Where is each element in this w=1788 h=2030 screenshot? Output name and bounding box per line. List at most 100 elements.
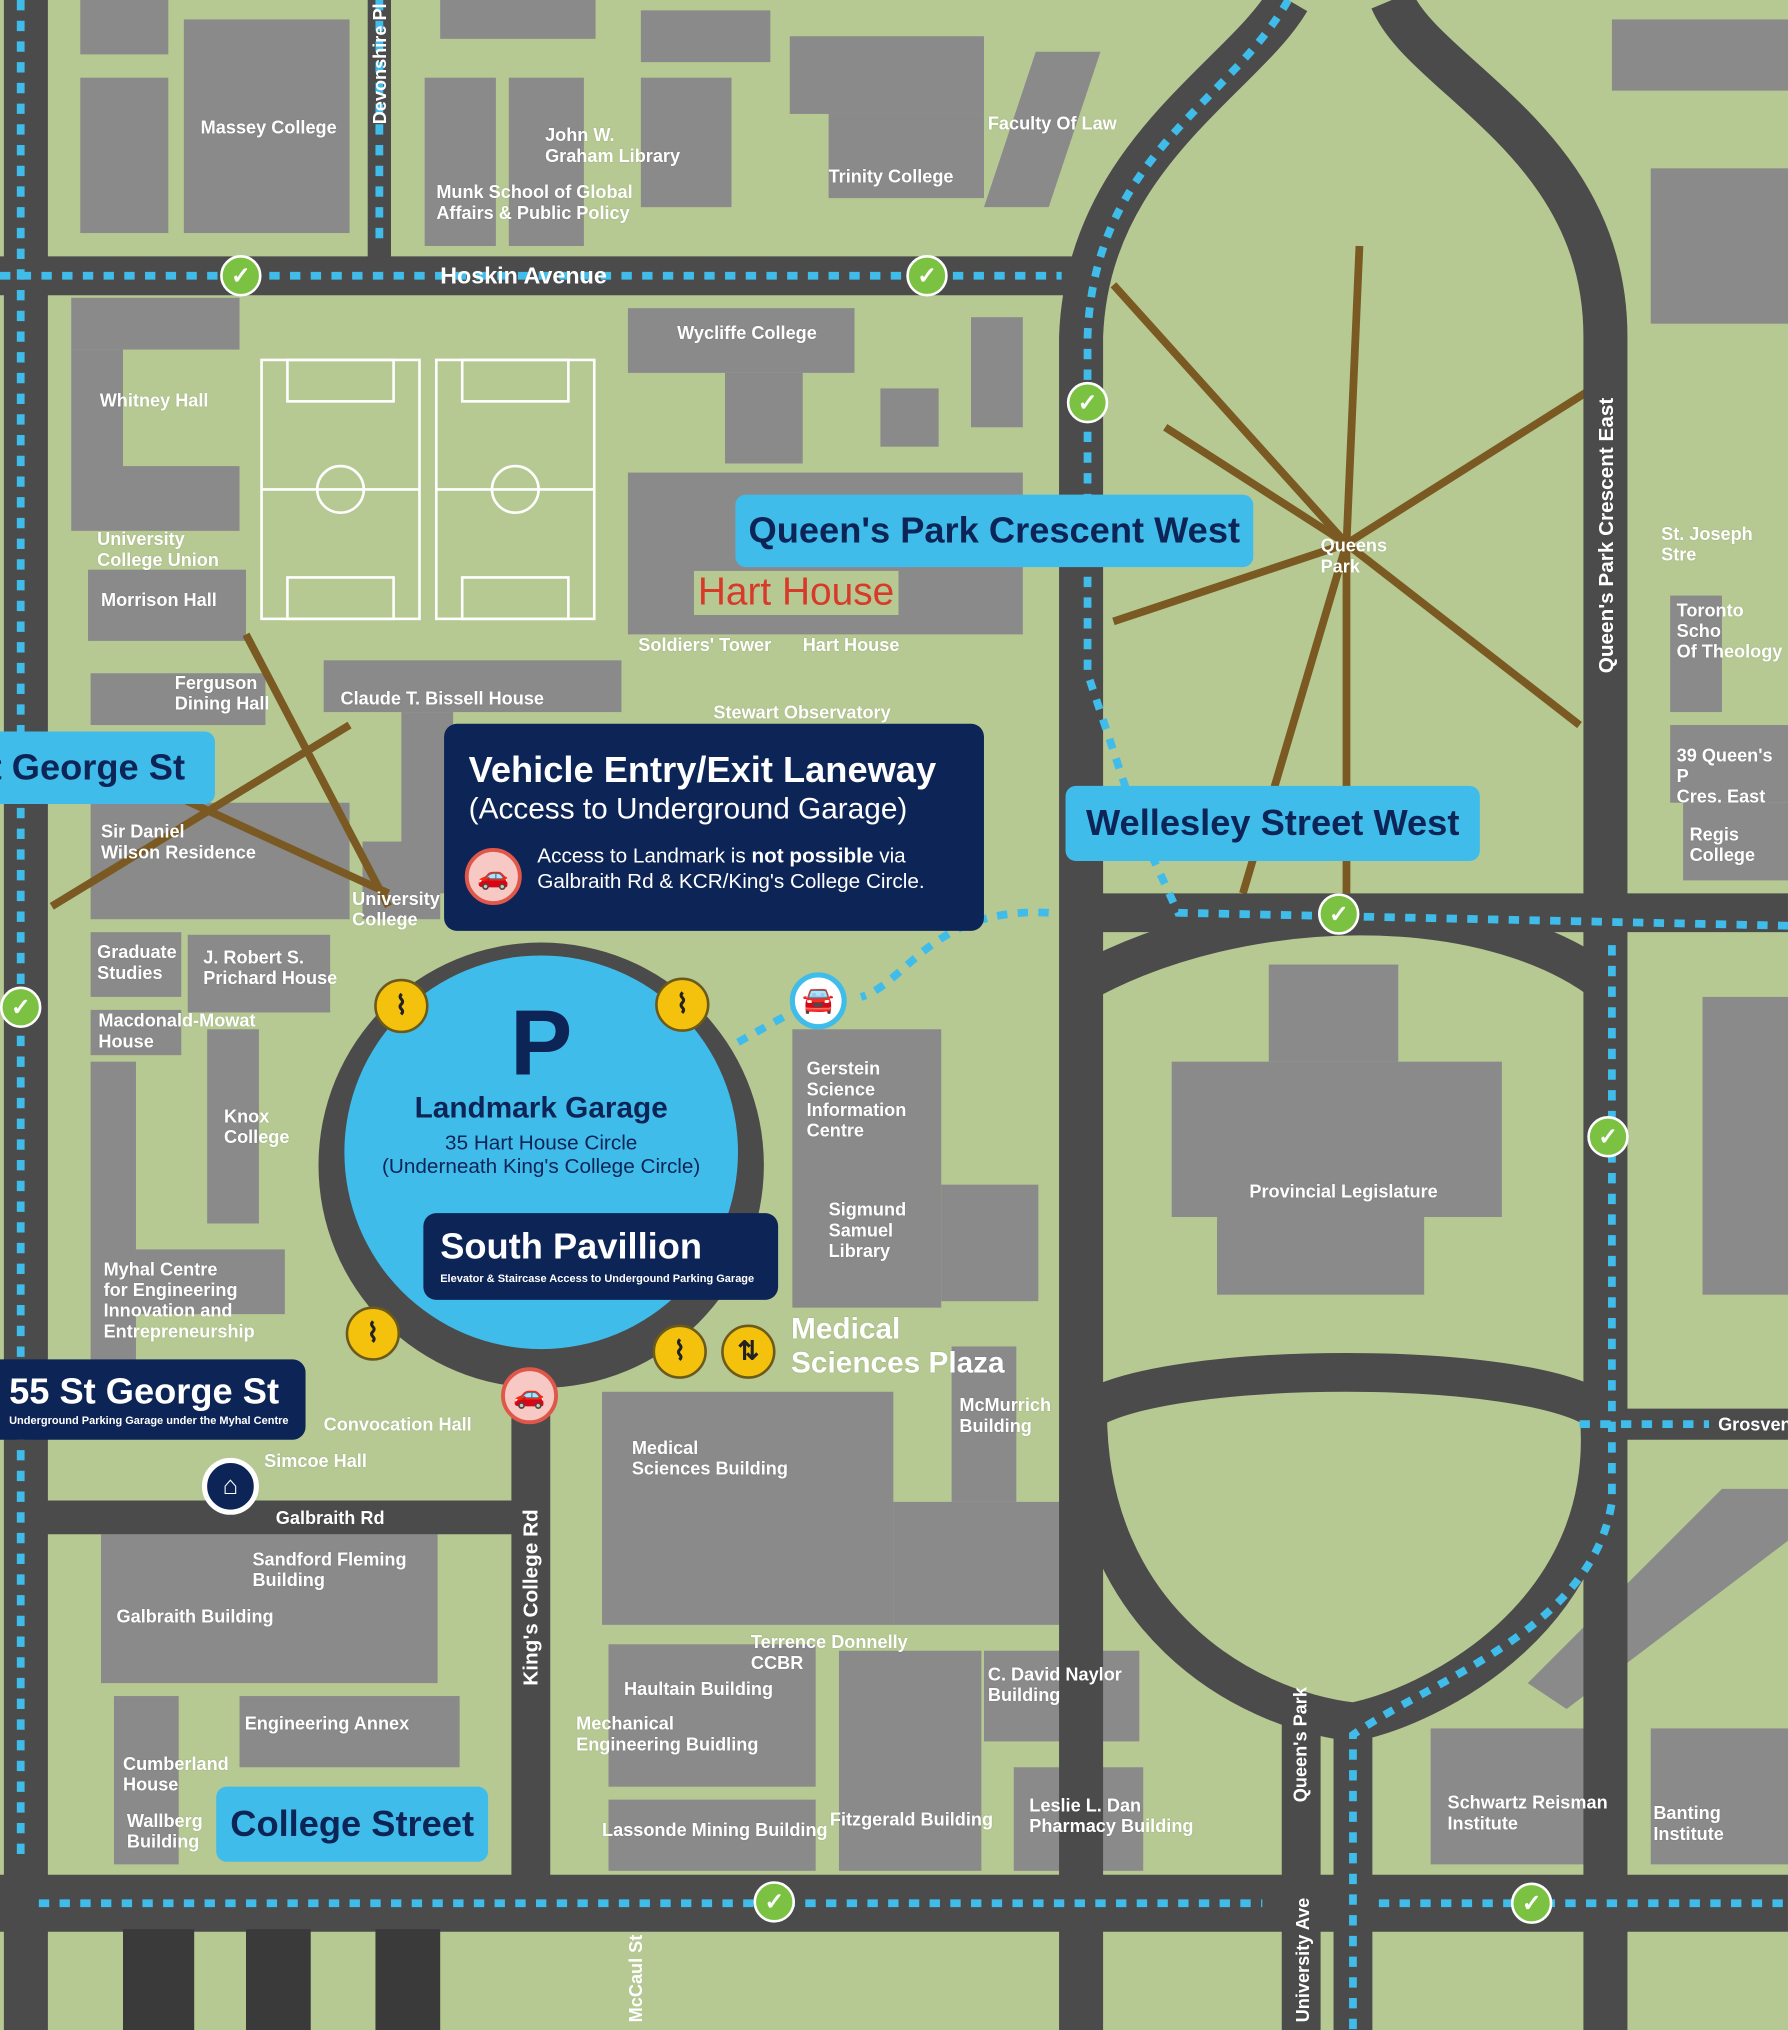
building-label: Medical Sciences Building	[631, 1437, 788, 1479]
building-label: Whitney Hall	[99, 389, 209, 411]
building-label: Sandford Fleming Building	[252, 1548, 407, 1590]
stairs-icon: ⌇	[345, 1306, 401, 1361]
building-label: Ferguson Dining Hall	[174, 671, 270, 714]
st-george-garage-title: 55 St George St	[9, 1371, 280, 1412]
no-entry-car-icon: 🚗	[464, 848, 522, 905]
building-label: Terrence Donnelly CCBR	[750, 1631, 908, 1673]
building-label: University College Union	[97, 528, 219, 570]
building-label: Leslie L. Dan Pharmacy Building	[1029, 1794, 1194, 1836]
building-label: Queens Park	[1320, 534, 1388, 577]
check-icon: ✓	[1066, 381, 1109, 424]
street-university: University Ave	[1292, 1897, 1313, 2023]
building-label: Massey College	[200, 116, 337, 138]
landmark-garage[interactable]: P Landmark Garage 35 Hart House Circle (…	[347, 997, 735, 1180]
street-kings-college: King's College Rd	[520, 1509, 543, 1686]
st-george-garage-subtitle: Underground Parking Garage under the Myh…	[9, 1413, 289, 1427]
building-label: John W. Graham Library	[545, 124, 681, 166]
vehicle-entry-subtitle: (Access to Underground Garage)	[468, 791, 908, 825]
callout-st-george-st: t George St	[0, 731, 215, 805]
building-label: Macdonald-Mowat House	[98, 1009, 256, 1052]
landmark-address: 35 Hart House Circle	[445, 1132, 638, 1155]
st-george-garage-callout: 55 St George St Underground Parking Gara…	[0, 1359, 306, 1440]
street-qpce: Queen's Park Crescent East	[1596, 397, 1619, 674]
callout-wellesley-street-west: Wellesley Street West	[1065, 785, 1480, 861]
building-label: Provincial Legislature	[1249, 1180, 1438, 1202]
building-label: Wallberg Building	[126, 1809, 203, 1852]
check-icon: ✓	[1318, 893, 1360, 935]
car-icon: 🚘	[789, 972, 847, 1030]
soccer-fields	[260, 358, 596, 621]
building-label: Fitzgerald Building	[829, 1808, 994, 1830]
check-icon: ✓	[906, 255, 948, 297]
street-mccaul: McCaul St	[625, 1934, 647, 2023]
building-label: J. Robert S. Prichard House	[203, 946, 338, 988]
landmark-note: (Underneath King's College Circle)	[382, 1156, 701, 1179]
building-label: Lassonde Mining Building	[602, 1819, 828, 1840]
building-label: Munk School of Global Affairs & Public P…	[436, 181, 633, 223]
building-label: Faculty Of Law	[987, 112, 1117, 134]
south-pavillion-title: South Pavillion	[440, 1226, 703, 1267]
callout-queens-park-crescent-west: Queen's Park Crescent West	[735, 494, 1254, 568]
elevator-icon: ⇅	[721, 1324, 776, 1379]
south-pavillion-callout: South Pavillion Elevator & Staircase Acc…	[423, 1213, 779, 1300]
parking-icon: P	[510, 991, 573, 1096]
street-st-joseph: St. Joseph Stre	[1661, 523, 1753, 565]
check-icon: ✓	[0, 986, 42, 1028]
building-label: Morrison Hall	[100, 589, 217, 610]
street-devonshire: Devonshire Pl	[368, 3, 390, 125]
building-label: Hart House	[802, 634, 900, 656]
building-label: Schwartz Reisman Institute	[1447, 1791, 1608, 1834]
check-icon: ✓	[1510, 1882, 1553, 1924]
vehicle-entry-title: Vehicle Entry/Exit Laneway	[468, 749, 937, 790]
street-hoskin: Hoskin Avenue	[440, 262, 607, 289]
building-label: University College	[352, 888, 440, 930]
check-icon: ✓	[220, 255, 262, 297]
building-label: Graduate Studies	[97, 941, 177, 983]
vehicle-entry-note: Access to Landmark is not possible via G…	[537, 844, 924, 896]
note-text: via Galbraith Rd & KCR/King's College Ci…	[537, 845, 925, 894]
street-galbraith: Galbraith Rd	[275, 1507, 385, 1528]
building-label: Soldiers' Tower	[638, 634, 772, 656]
building-label: Knox College	[223, 1105, 290, 1148]
building-label: Stewart Observatory	[713, 701, 891, 723]
building-label: Gerstein Science Information Centre	[806, 1057, 907, 1141]
callout-college-street: College Street	[216, 1786, 489, 1862]
building-label: Sigmund Samuel Library	[828, 1198, 907, 1262]
landmark-title: Landmark Garage	[414, 1090, 668, 1124]
building-label: Cumberland House	[122, 1753, 229, 1795]
stairs-icon: ⌇	[374, 978, 429, 1034]
paths	[49, 245, 1595, 911]
building-label: 39 Queen's P Cres. East	[1676, 744, 1773, 807]
south-blocks	[122, 1929, 441, 2030]
building-label: Banting Institute	[1653, 1802, 1724, 1844]
building-label: Simcoe Hall	[264, 1450, 367, 1471]
building-label: Galbraith Building	[116, 1605, 274, 1627]
building-label: Trinity College	[828, 165, 954, 187]
building-label: Engineering Annex	[244, 1712, 410, 1734]
street-grosvenor: Grosven	[1718, 1413, 1788, 1435]
building-label: Sir Daniel Wilson Residence	[100, 820, 256, 863]
street-queens-park: Queen's Park	[1289, 1687, 1311, 1803]
no-entry-car-icon: 🚗	[501, 1367, 559, 1425]
medical-sciences-plaza-label: Medical Sciences Plaza	[791, 1311, 1005, 1379]
check-icon: ✓	[1587, 1116, 1629, 1158]
building-label: McMurrich Building	[959, 1394, 1052, 1436]
hart-house-label: Hart House	[693, 570, 899, 615]
check-icon: ✓	[753, 1881, 795, 1923]
stairs-icon: ⌇	[652, 1324, 707, 1379]
building-label: Haultain Building	[624, 1677, 774, 1699]
building-label: Toronto Scho Of Theology	[1676, 599, 1783, 662]
building-label: Myhal Centre for Engineering Innovation …	[103, 1258, 255, 1342]
vehicle-entry-callout: Vehicle Entry/Exit Laneway (Access to Un…	[444, 723, 984, 931]
stairs-icon: ⌇	[655, 977, 710, 1032]
note-text: Access to Landmark is	[537, 845, 752, 868]
building-label: Mechanical Engineering Buidling	[576, 1712, 759, 1755]
garage-car-icon: ⌂	[201, 1457, 259, 1515]
building-label: Claude T. Bissell House	[340, 687, 544, 709]
building-label: Regis College	[1689, 823, 1756, 865]
building-label: Wycliffe College	[677, 322, 817, 344]
south-pavillion-subtitle: Elevator & Staircase Access to Undergoun…	[440, 1271, 755, 1285]
